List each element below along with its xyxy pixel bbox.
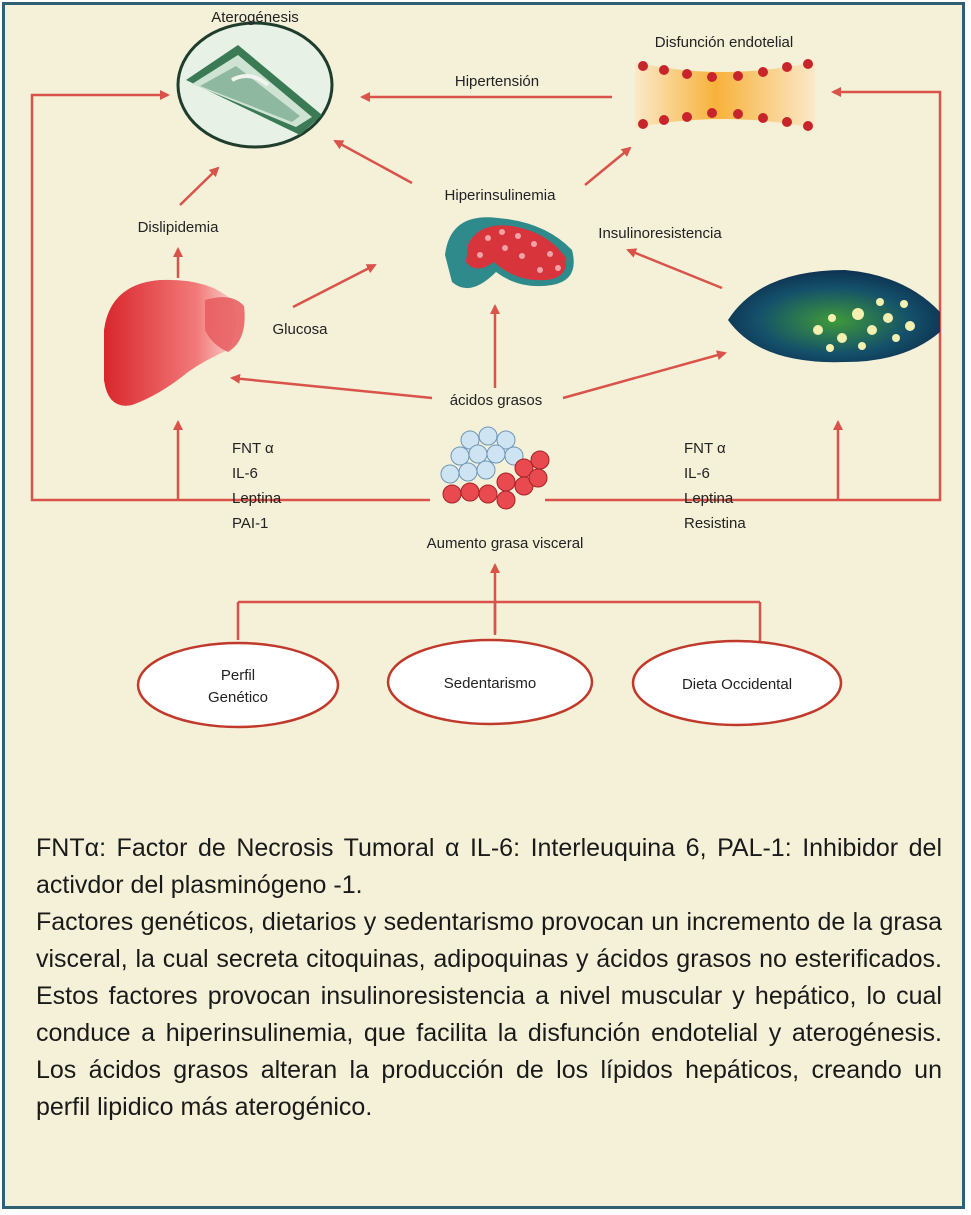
diagram-labels: Aterogénesis Disfunción endotelial Hiper…: [138, 9, 794, 706]
aterogenesis-illustration: [176, 21, 334, 149]
caption-explanation: Factores genéticos, dietarios y sedentar…: [36, 908, 942, 1121]
pathophysiology-diagram: Aterogénesis Disfunción endotelial Hiper…: [30, 9, 942, 729]
right-factor: FNT α: [684, 440, 726, 457]
dieta-occidental-ellipse: [631, 639, 843, 727]
arrow-dislipidemia-to-aterogenesis: [179, 166, 220, 206]
flow-arrows: [173, 92, 843, 633]
left-factor: FNT α: [232, 440, 274, 457]
arrow-muscle-to-insulinoresistencia: [626, 248, 723, 290]
sedentarismo-ellipse: [386, 638, 594, 726]
arrow-hiperinsulinemia-to-aterogenesis: [333, 139, 413, 185]
right-factor: IL-6: [684, 465, 710, 482]
label-disfuncion-endotelial: Disfunción endotelial: [655, 34, 793, 51]
label-acidos-grasos: ácidos grasos: [450, 392, 543, 409]
arrow-acidos-to-liver: [230, 373, 433, 400]
label-dislipidemia: Dislipidemia: [138, 219, 220, 236]
left-factor: IL-6: [232, 465, 258, 482]
muscle-illustration: [728, 270, 940, 363]
causes: [136, 638, 843, 729]
label-sedentarismo: Sedentarismo: [444, 675, 537, 692]
right-factor: Leptina: [684, 490, 734, 507]
pancreas-illustration: [445, 217, 574, 289]
visceral-fat-illustration: [440, 426, 550, 510]
arrow-glucosa-to-pancreas: [292, 263, 377, 309]
vessel-illustration: [635, 59, 815, 131]
label-insulinoresistencia: Insulinoresistencia: [598, 225, 722, 242]
label-perfil: Perfil: [221, 667, 255, 684]
arrow-acidos-to-muscle: [562, 350, 727, 400]
right-factor: Resistina: [684, 515, 746, 532]
label-genetico: Genético: [208, 689, 268, 706]
arrow-hiperinsulinemia-to-disfuncion: [584, 146, 632, 186]
label-hiperinsulinemia: Hiperinsulinemia: [445, 187, 557, 204]
label-glucosa: Glucosa: [272, 321, 328, 338]
perfil-genetico-ellipse: [136, 641, 340, 729]
label-aterogenesis: Aterogénesis: [211, 9, 299, 26]
caption-abbreviations: FNTα: Factor de Necrosis Tumoral α IL-6:…: [36, 834, 943, 899]
feedback-lines: [30, 87, 942, 502]
label-hipertension: Hipertensión: [455, 73, 539, 90]
left-factor: Leptina: [232, 490, 282, 507]
causes-bracket: [236, 600, 762, 655]
liver-illustration: [104, 279, 245, 406]
figure-caption: FNTα: Factor de Necrosis Tumoral α IL-6:…: [36, 830, 942, 1126]
label-aumento-grasa-visceral: Aumento grasa visceral: [427, 535, 584, 552]
left-factor: PAI-1: [232, 515, 268, 532]
label-dieta-occidental: Dieta Occidental: [682, 676, 792, 693]
